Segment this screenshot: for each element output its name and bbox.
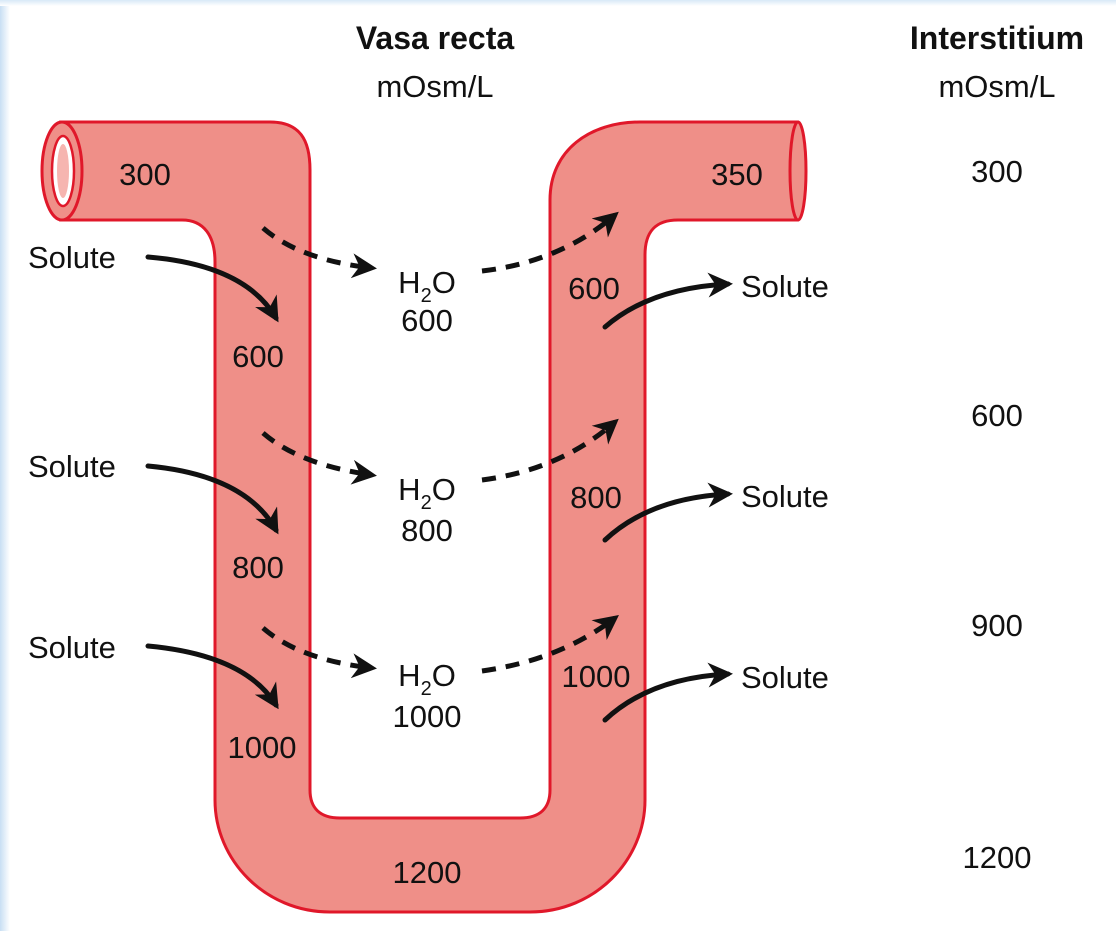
interstitium-value: 1200 xyxy=(963,840,1032,875)
water-arrow-out xyxy=(481,211,619,274)
solute-in-arrow xyxy=(145,254,279,323)
vessel-outlet-end xyxy=(788,120,808,222)
solute-label: Solute xyxy=(28,240,116,275)
water-label: H2O 800 xyxy=(398,472,456,548)
solute-label: Solute xyxy=(28,630,116,665)
water-arrow-out xyxy=(481,418,619,483)
vessel-inflow-value: 300 xyxy=(119,157,171,192)
background-edge-left xyxy=(0,0,10,931)
descending-value: 800 xyxy=(232,550,284,585)
vessel-bottom-value: 1200 xyxy=(393,855,462,890)
interstitium-title: Interstitium xyxy=(910,20,1084,56)
vessel-outflow-value: 350 xyxy=(711,157,763,192)
ascending-value: 600 xyxy=(568,271,620,306)
water-label: H2O 600 xyxy=(398,265,456,338)
interstitium-value: 900 xyxy=(971,608,1023,643)
interstitium-unit: mOsm/L xyxy=(938,69,1055,104)
water-arrow-in xyxy=(261,431,377,485)
vasa-recta-unit: mOsm/L xyxy=(376,69,493,104)
water-arrow-out xyxy=(481,614,619,674)
water-value: 600 xyxy=(401,303,453,338)
background-edge-top xyxy=(0,0,1116,6)
svg-text:H2O: H2O xyxy=(398,658,456,700)
ascending-value: 800 xyxy=(570,480,622,515)
interstitium-value: 300 xyxy=(971,154,1023,189)
water-value: 1000 xyxy=(393,699,462,734)
solute-label: Solute xyxy=(28,449,116,484)
solute-in-arrow xyxy=(145,643,279,710)
solute-out-arrow xyxy=(602,482,733,543)
solute-label: Solute xyxy=(741,660,829,695)
interstitium-value: 600 xyxy=(971,398,1023,433)
solute-in-arrow xyxy=(145,463,279,535)
vessel-opening xyxy=(40,120,84,222)
svg-text:H2O: H2O xyxy=(398,265,456,307)
descending-value: 600 xyxy=(232,339,284,374)
water-label: H2O 1000 xyxy=(393,658,462,734)
solute-out-arrow xyxy=(602,662,733,723)
svg-text:H2O: H2O xyxy=(398,472,456,514)
solute-label: Solute xyxy=(741,479,829,514)
solute-label: Solute xyxy=(741,269,829,304)
water-value: 800 xyxy=(401,513,453,548)
solute-out-arrow xyxy=(602,272,733,330)
descending-value: 1000 xyxy=(228,730,297,765)
ascending-value: 1000 xyxy=(562,659,631,694)
water-arrow-in xyxy=(261,226,377,279)
vasa-recta-title: Vasa recta xyxy=(356,20,515,56)
water-arrow-in xyxy=(261,626,377,679)
